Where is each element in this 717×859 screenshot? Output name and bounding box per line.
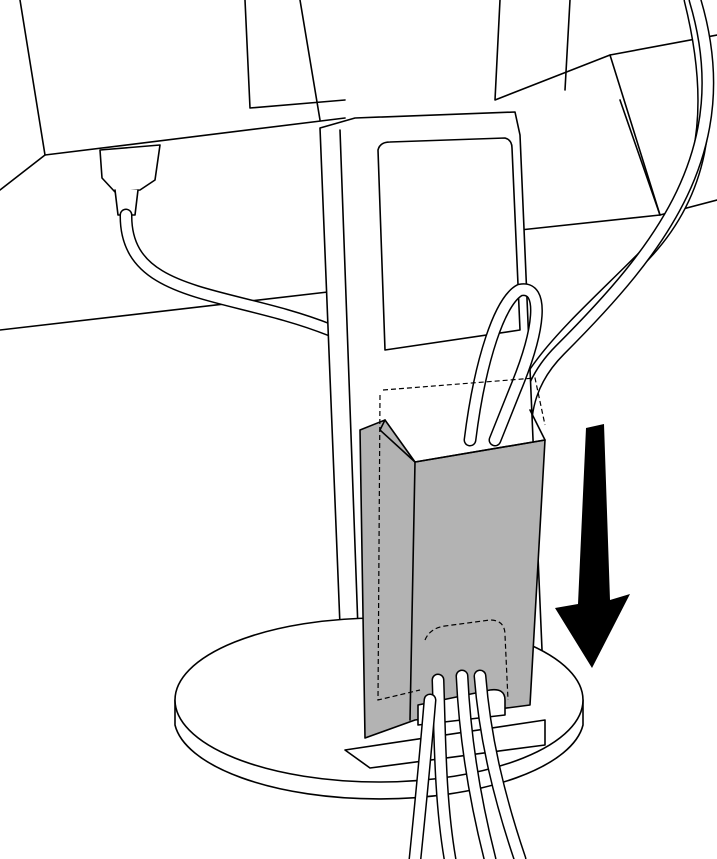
exiting-cables <box>408 669 527 859</box>
cable-cover-body <box>359 419 546 739</box>
monitor-back <box>0 0 717 331</box>
arrow-down-icon <box>555 424 630 668</box>
loop-cable <box>463 283 543 447</box>
